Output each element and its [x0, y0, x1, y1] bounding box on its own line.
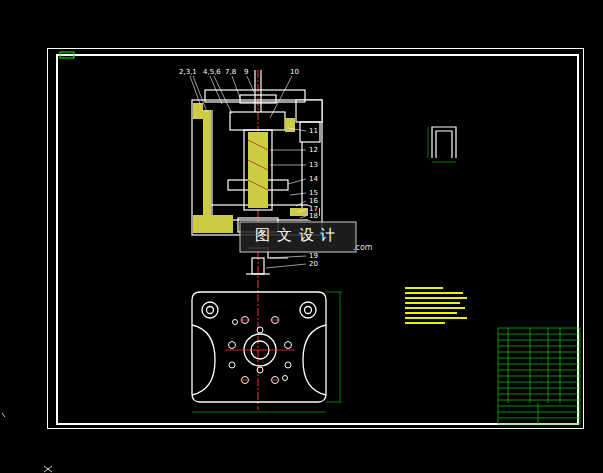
- callout-number: 12: [308, 147, 319, 154]
- callout-number: 15: [308, 190, 319, 197]
- callout-number: 20: [308, 261, 319, 268]
- callout-number: 16: [308, 198, 319, 205]
- watermark: 图 文 设 计: [254, 228, 337, 243]
- callout-number: 7,8: [224, 69, 237, 76]
- watermark: .com: [352, 244, 374, 252]
- callout-number: 13: [308, 162, 319, 169]
- callout-number: 2,3,1: [178, 69, 198, 76]
- callout-number: 18: [308, 213, 319, 220]
- callout-number: 19: [308, 253, 319, 260]
- callout-number: 17: [308, 206, 319, 213]
- callout-number: 10: [289, 69, 300, 76]
- callout-number: 11: [308, 128, 319, 135]
- callout-number: 14: [308, 176, 319, 183]
- callout-number: 9: [243, 69, 249, 76]
- callout-number: 4,5,6: [202, 69, 222, 76]
